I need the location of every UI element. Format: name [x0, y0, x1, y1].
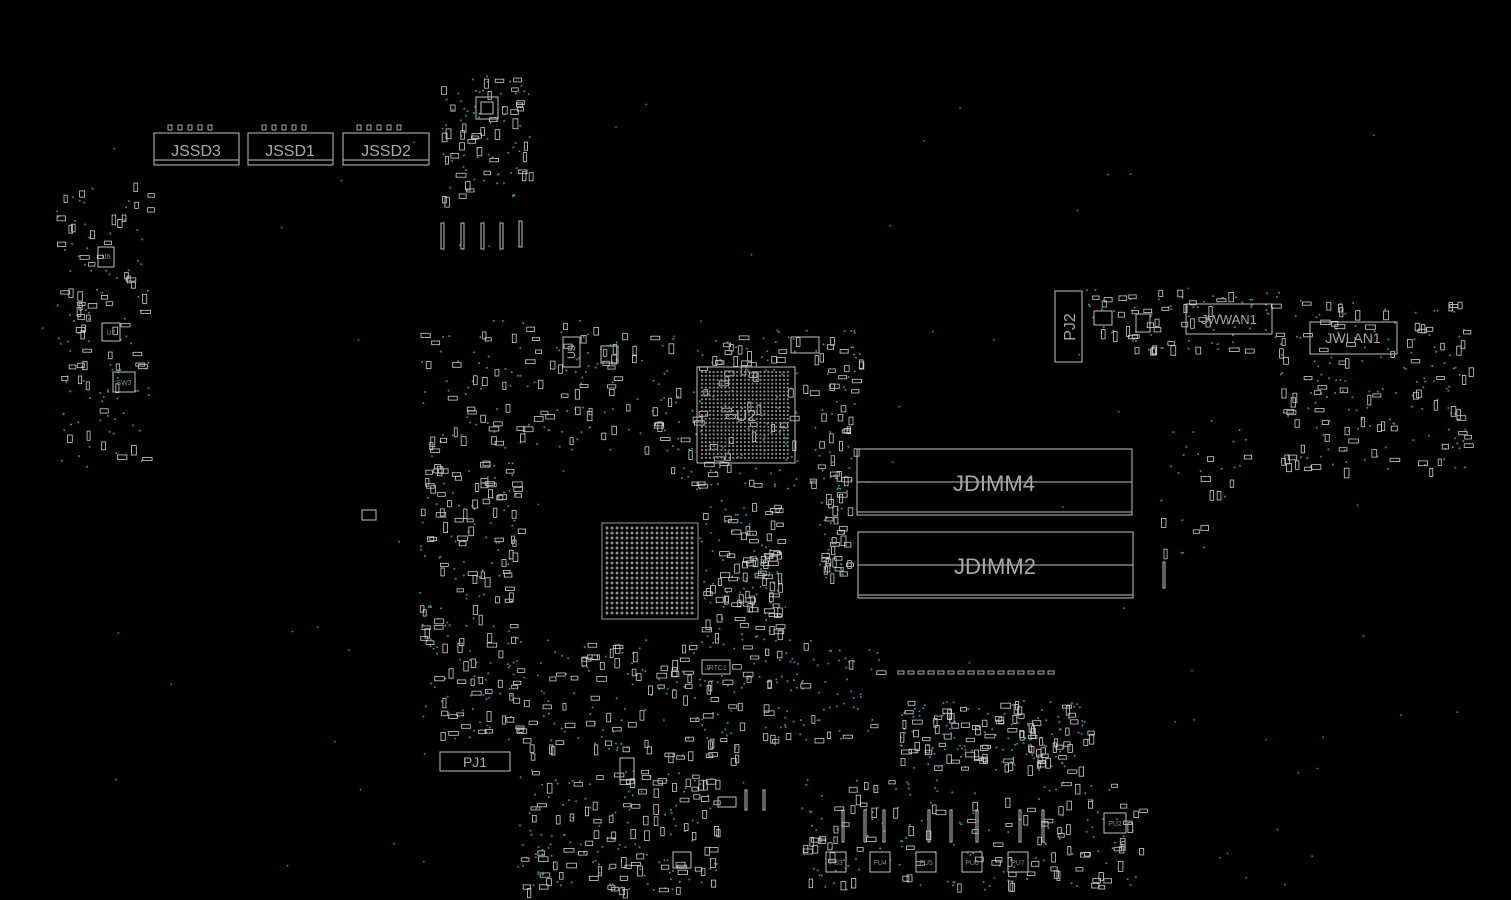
regulator-pu7[interactable]: PU7: [1007, 851, 1029, 873]
chip-top-qfn[interactable]: [475, 96, 499, 120]
regulator-pu6[interactable]: PU6: [961, 851, 983, 873]
label-jssd2: JSSD2: [361, 143, 411, 160]
pch-ball-grid: [605, 526, 694, 615]
label-jwlan1: JWLAN1: [1325, 330, 1380, 346]
label-pu2: PU2: [1108, 821, 1122, 828]
label-jssd1: JSSD1: [265, 143, 315, 160]
chip-near-jwwan1: [1135, 313, 1151, 333]
connector-jssd3[interactable]: JSSD3: [153, 132, 240, 166]
switch-sw3[interactable]: SW3: [112, 371, 136, 393]
label-jdimm2: JDIMM2: [954, 554, 1036, 579]
label-jrtc1: JRTC1: [705, 665, 727, 672]
slot-jdimm2[interactable]: JDIMM2: [857, 531, 1134, 599]
label-u7: U7: [107, 330, 116, 337]
regulator-pu3[interactable]: PU3: [825, 851, 847, 873]
regulator-pu4[interactable]: PU4: [869, 851, 891, 873]
chip-u2-bga[interactable]: U2: [696, 366, 796, 464]
regulator-pu2[interactable]: PU2: [1103, 812, 1127, 834]
small-components-layer: [56, 77, 1474, 899]
regulator-pu5[interactable]: PU5: [915, 851, 937, 873]
inductor-bars-bottom: [744, 789, 1045, 843]
connector-pj2[interactable]: PJ2: [1054, 290, 1083, 363]
label-u6: U6: [102, 254, 111, 261]
connector-jrtc1[interactable]: JRTC1: [701, 659, 731, 675]
label-pu6: PU6: [965, 860, 979, 867]
label-pj2: PJ2: [1062, 313, 1079, 341]
label-u9: U9: [566, 345, 578, 359]
chip-u9[interactable]: U9: [562, 336, 581, 368]
label-pu4: PU4: [873, 860, 887, 867]
bar-right-of-dimm: [1162, 561, 1166, 589]
connector-jssd1[interactable]: JSSD1: [247, 132, 334, 166]
chip-near-u2: [790, 336, 820, 354]
chip-small-left: [361, 509, 377, 521]
connector-jwwan1[interactable]: JWWAN1: [1185, 303, 1273, 335]
slot-jdimm4[interactable]: JDIMM4: [856, 448, 1133, 516]
chip-u6[interactable]: U6: [97, 246, 115, 268]
label-pu3: PU3: [829, 860, 843, 867]
connector-jssd2[interactable]: JSSD2: [342, 132, 430, 166]
label-pu7: PU7: [1011, 860, 1025, 867]
label-pj1: PJ1: [463, 754, 487, 770]
connector-jwlan1[interactable]: JWLAN1: [1309, 321, 1398, 355]
chip-pch-bga[interactable]: [601, 522, 699, 620]
chip-small-bottom: [717, 796, 737, 808]
chip-u7[interactable]: U7: [101, 322, 121, 342]
chip-near-u9: [600, 345, 619, 364]
label-sw3: SW3: [116, 380, 131, 387]
u2-ball-grid: [700, 370, 789, 459]
label-jwwan1: JWWAN1: [1201, 312, 1257, 327]
connector-pj1[interactable]: PJ1: [439, 751, 511, 772]
chip-bottom-vertical: [619, 757, 635, 781]
label-pu5: PU5: [919, 860, 933, 867]
label-jdimm4: JDIMM4: [953, 471, 1035, 496]
chip-bottom-left: [672, 851, 692, 869]
label-u2: U2: [736, 408, 757, 425]
chip-near-pj2: [1093, 310, 1113, 326]
connector-pins-group: [440, 220, 523, 250]
label-jssd3: JSSD3: [171, 143, 221, 160]
